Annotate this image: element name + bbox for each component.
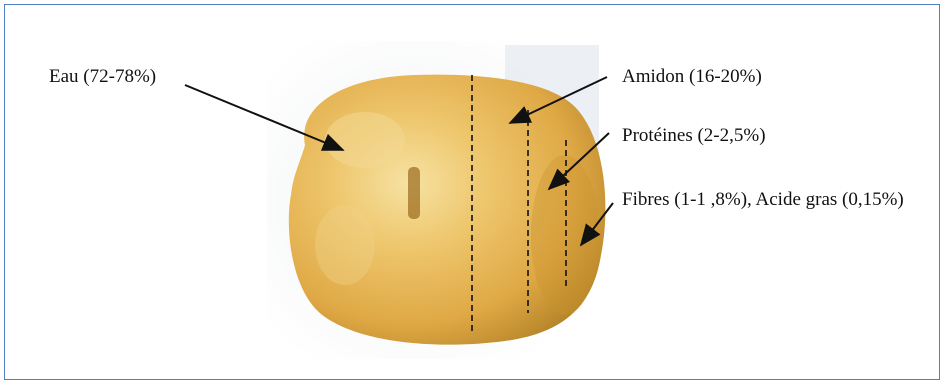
starch-label: Amidon (16-20%) [622,67,762,86]
potato-highlight-lower [315,205,375,285]
figure-frame: Eau (72-78%) Amidon (16-20%) Protéines (… [4,4,940,380]
water-label: Eau (72-78%) [49,67,156,86]
potato-image [289,75,606,345]
potato-eye [408,167,420,219]
fibres-fatty-acid-label: Fibres (1-1 ,8%), Acide gras (0,15%) [622,190,904,209]
proteins-label: Protéines (2-2,5%) [622,126,766,145]
potato-highlight [325,112,405,168]
